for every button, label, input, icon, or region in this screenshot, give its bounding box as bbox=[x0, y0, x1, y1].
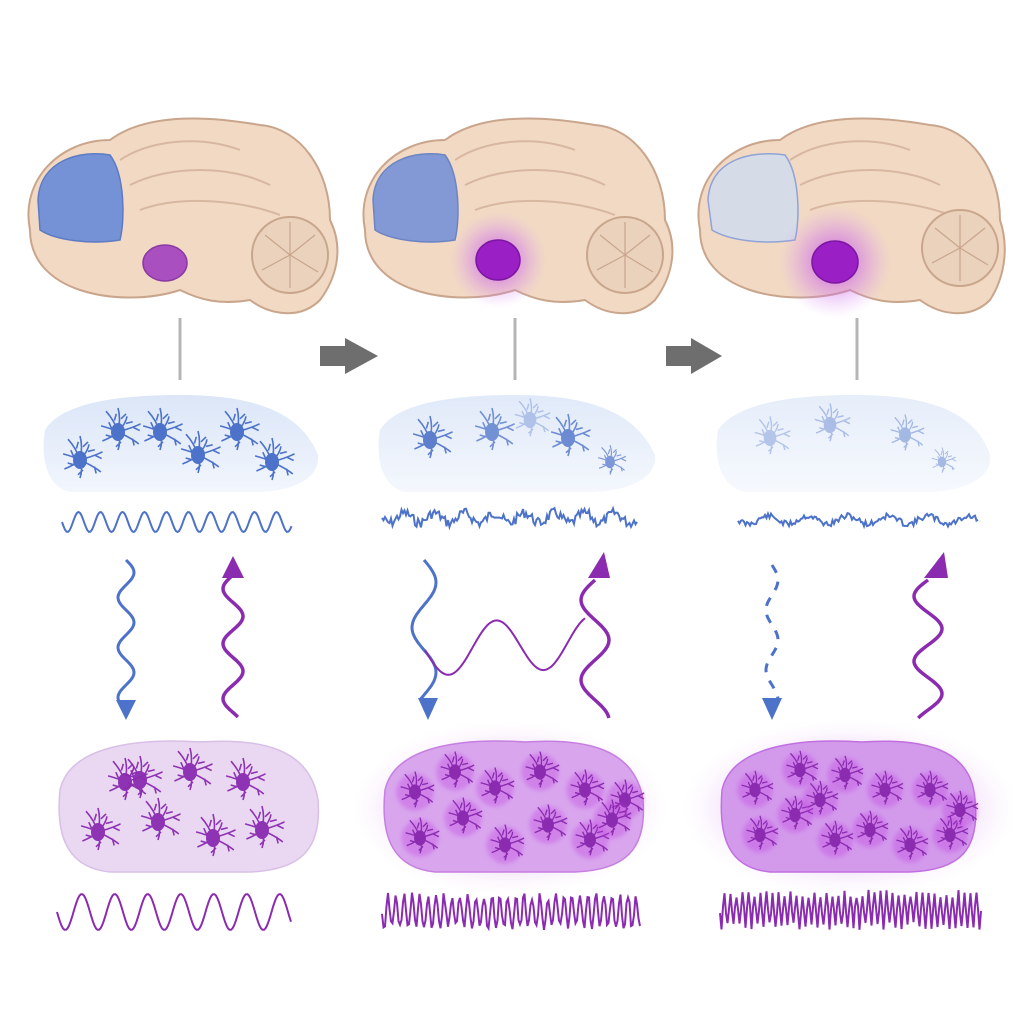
neuron bbox=[521, 751, 560, 791]
top-down-signal bbox=[116, 558, 136, 703]
brain-3 bbox=[697, 117, 1006, 318]
neuron bbox=[737, 770, 774, 808]
neuron bbox=[892, 825, 929, 863]
cortex-oscillation bbox=[737, 510, 979, 530]
cortex-neurons bbox=[412, 398, 627, 475]
neuron bbox=[817, 820, 854, 858]
brain-folds bbox=[119, 140, 281, 216]
neuron bbox=[195, 813, 236, 857]
neuron bbox=[912, 770, 949, 808]
neuron bbox=[932, 815, 969, 853]
neuron bbox=[814, 403, 851, 442]
transition-arrow-1 bbox=[320, 338, 378, 374]
cortex-slab bbox=[378, 395, 656, 492]
prefrontal-cortex bbox=[37, 153, 124, 243]
neuron bbox=[100, 407, 141, 451]
neuron bbox=[80, 807, 121, 851]
cerebellum-branches bbox=[596, 222, 654, 288]
top-down-arrowhead bbox=[762, 698, 782, 720]
cortex-slab bbox=[716, 395, 991, 492]
neuron bbox=[122, 755, 163, 799]
brain-folds bbox=[454, 140, 616, 216]
panel-3 bbox=[690, 117, 1010, 930]
neuron bbox=[593, 799, 632, 839]
top-down-signal bbox=[764, 564, 780, 700]
amygdala-oscillation bbox=[56, 893, 292, 931]
bottom-up-arrowhead bbox=[924, 552, 948, 578]
neuron bbox=[476, 767, 515, 807]
bottom-up-arrowhead bbox=[222, 556, 244, 578]
amygdala-neurons bbox=[737, 750, 979, 863]
brain-2 bbox=[362, 117, 674, 315]
neuron bbox=[867, 770, 904, 808]
top-down-arrowhead bbox=[116, 700, 136, 720]
neuron bbox=[412, 415, 453, 459]
bottom-up-signal bbox=[912, 578, 944, 720]
neuron bbox=[598, 444, 627, 475]
amygdala-slab bbox=[58, 740, 320, 873]
cortex-oscillation bbox=[381, 505, 638, 531]
neuron bbox=[140, 797, 181, 841]
panel-2 bbox=[360, 117, 674, 932]
neuron bbox=[172, 747, 213, 791]
amygdala-oscillation bbox=[381, 892, 641, 932]
neuron bbox=[180, 430, 221, 474]
neuron bbox=[827, 755, 864, 793]
transition-arrow-2 bbox=[666, 338, 722, 374]
neuron bbox=[254, 437, 295, 481]
brain-1 bbox=[27, 117, 339, 315]
brain-folds bbox=[789, 140, 951, 216]
cortex-oscillation bbox=[61, 510, 293, 534]
cerebellum-branches bbox=[931, 215, 989, 281]
neuron bbox=[474, 407, 515, 451]
neuron bbox=[401, 817, 440, 857]
neuron bbox=[566, 769, 605, 809]
cerebellum-branches bbox=[261, 222, 319, 288]
prefrontal-cortex bbox=[707, 153, 799, 243]
neuron bbox=[486, 824, 525, 864]
neuron bbox=[782, 750, 819, 788]
cortex-neurons bbox=[62, 407, 295, 481]
top-down-arrowhead bbox=[418, 698, 438, 720]
neuron bbox=[931, 447, 957, 474]
neuron bbox=[550, 413, 591, 457]
neuron bbox=[436, 751, 475, 791]
amygdala-neurons bbox=[396, 751, 645, 864]
neuron bbox=[444, 797, 483, 837]
neuron bbox=[514, 398, 551, 437]
cortex-neurons bbox=[754, 403, 957, 474]
neuron bbox=[754, 416, 791, 455]
amygdala bbox=[142, 244, 188, 282]
interference-wave bbox=[424, 617, 586, 676]
neuron bbox=[890, 414, 925, 451]
neuron bbox=[802, 780, 839, 818]
neuron bbox=[225, 757, 266, 801]
neuron bbox=[62, 435, 103, 479]
amygdala bbox=[811, 240, 859, 284]
neuron bbox=[742, 815, 779, 853]
neuron bbox=[529, 804, 568, 844]
bottom-up-signal bbox=[221, 573, 245, 719]
amygdala bbox=[475, 239, 521, 281]
prefrontal-cortex bbox=[372, 153, 459, 243]
neuron bbox=[219, 407, 260, 451]
neuron bbox=[852, 810, 889, 848]
neuron bbox=[142, 407, 183, 451]
panel-1 bbox=[27, 117, 339, 931]
amygdala-neurons bbox=[80, 747, 285, 857]
amygdala-oscillation bbox=[719, 889, 982, 930]
top-down-signal bbox=[410, 559, 438, 701]
neuron bbox=[396, 771, 435, 811]
neuron bbox=[244, 805, 285, 849]
bottom-up-signal bbox=[579, 578, 611, 719]
bottom-up-arrowhead bbox=[588, 552, 610, 578]
